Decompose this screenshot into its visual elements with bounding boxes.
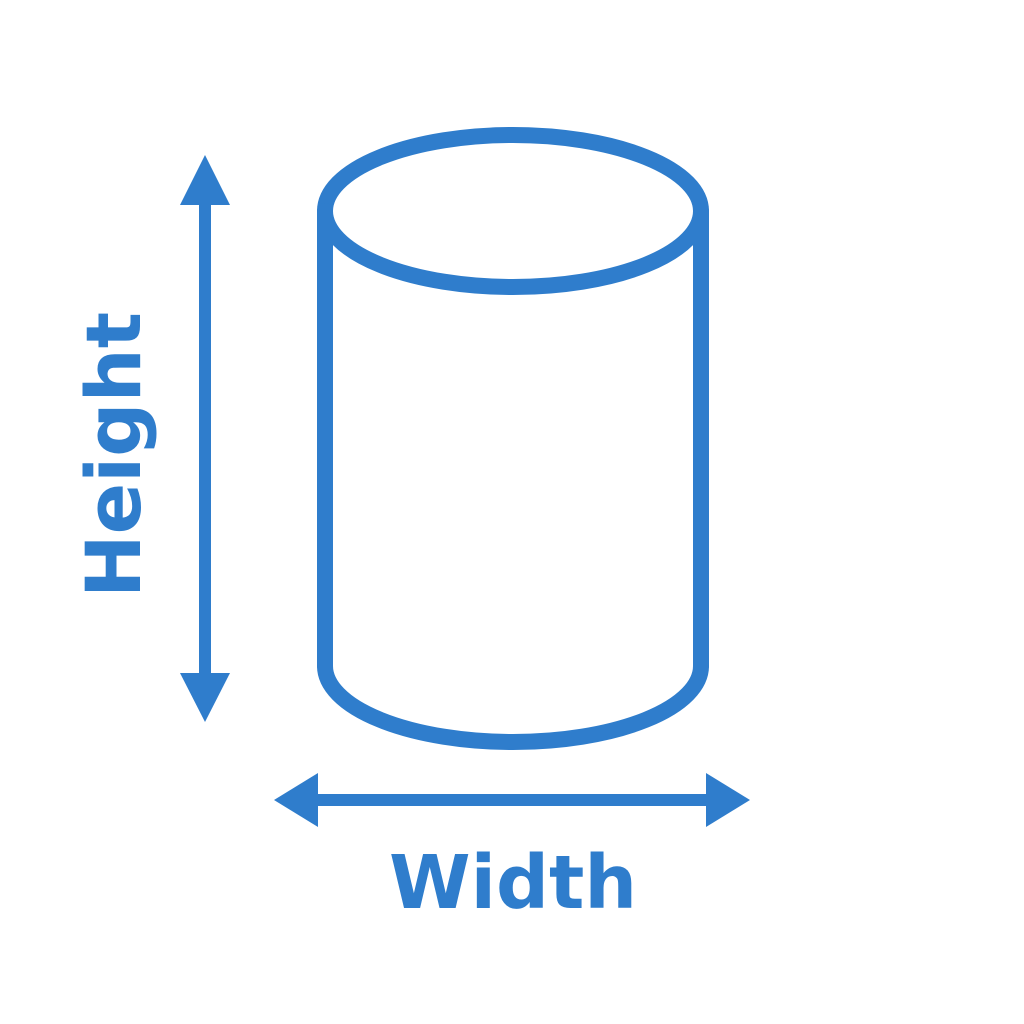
width-arrow-head-right <box>706 773 750 827</box>
cylinder-shape <box>317 127 709 750</box>
height-label: Height <box>69 312 158 598</box>
cylinder-top-ellipse <box>317 127 709 295</box>
width-arrow-head-left <box>274 773 318 827</box>
height-arrow-head-top <box>180 155 230 205</box>
width-arrow <box>274 773 750 827</box>
cylinder-bottom-curve <box>317 665 709 750</box>
height-arrow <box>180 155 230 722</box>
width-arrow-shaft <box>305 794 721 806</box>
width-label: Width <box>389 840 637 926</box>
height-arrow-head-bottom <box>180 673 230 722</box>
height-arrow-shaft <box>199 195 211 685</box>
